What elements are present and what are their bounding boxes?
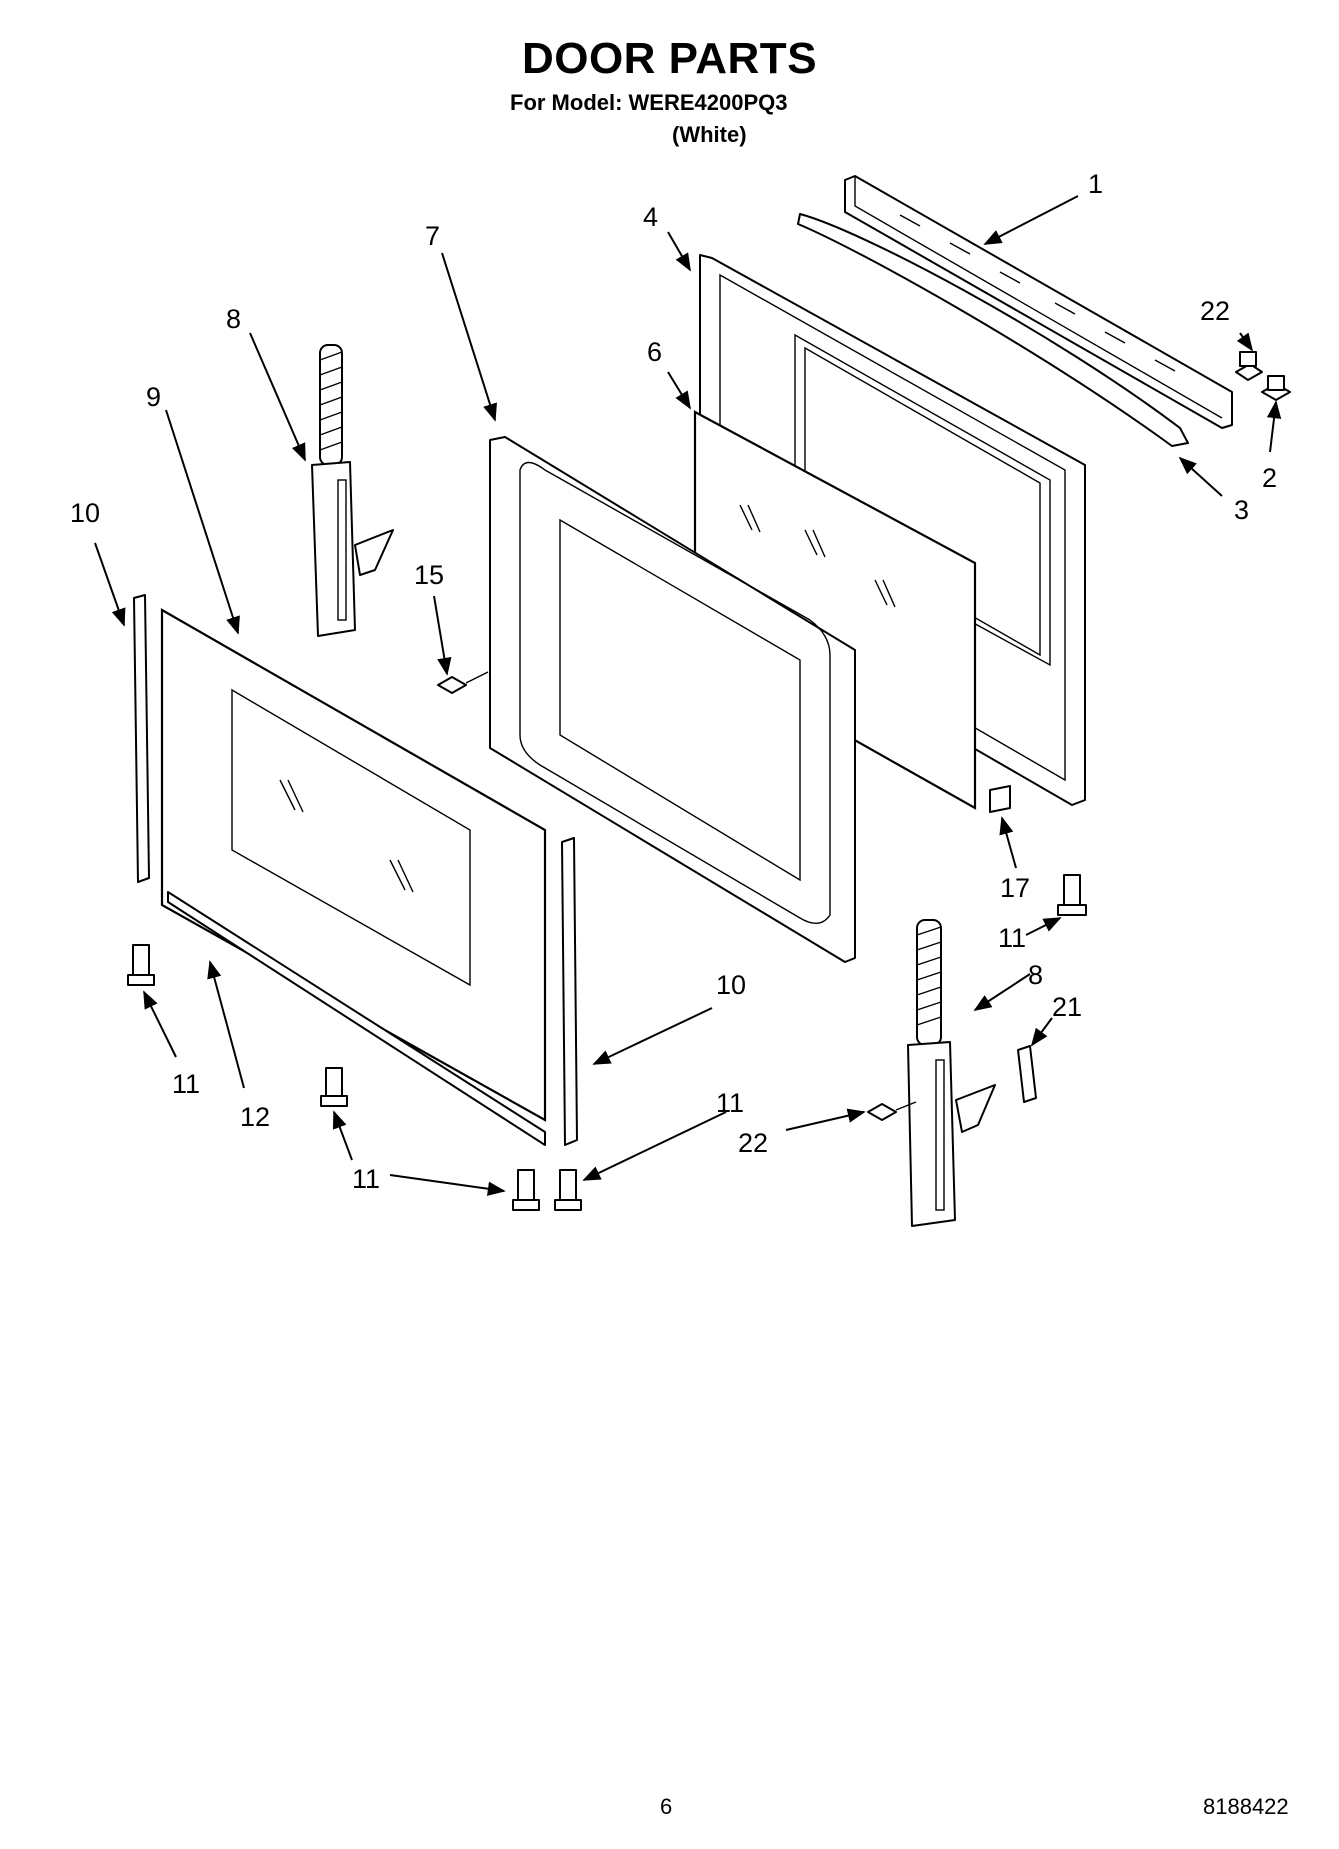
- page-title: DOOR PARTS: [521, 34, 818, 83]
- model-line: For Model: WERE4200PQ3: [510, 90, 788, 115]
- part-11-screw-left: [127, 944, 155, 986]
- callout-6: 6: [647, 337, 662, 367]
- part-12-bottom-trim: [167, 891, 546, 1146]
- part-2-screw: [1261, 375, 1291, 401]
- callout-10-right: 10: [716, 970, 746, 1000]
- color-variant: (White): [672, 122, 747, 147]
- document-number: 8188422: [1203, 1794, 1289, 1819]
- callout-11-bottom: 11: [352, 1164, 380, 1194]
- part-15-screw: [437, 671, 489, 694]
- callout-9: 9: [146, 382, 161, 412]
- part-10-side-trim-right: [561, 837, 578, 1146]
- callout-11-right: 11: [998, 923, 1026, 953]
- callout-11-left: 11: [172, 1069, 200, 1099]
- callout-7: 7: [425, 221, 440, 251]
- callout-4: 4: [643, 202, 658, 232]
- part-8-hinge-upper: [311, 344, 394, 637]
- callout-15: 15: [414, 560, 444, 590]
- leader-lines: [94, 195, 1282, 1196]
- part-3-door-handle: [797, 213, 1189, 447]
- callout-22-upper: 22: [1200, 296, 1230, 326]
- part-9-outer-door-glass: [160, 608, 547, 1122]
- callout-3: 3: [1234, 495, 1249, 525]
- part-7-door-frame: [489, 436, 856, 963]
- page-number: 6: [660, 1794, 673, 1819]
- part-22-screw-upper: [1235, 351, 1263, 381]
- callout-10-left: 10: [70, 498, 100, 528]
- part-8-hinge-lower: [907, 919, 996, 1227]
- part-11-screw-right: [1057, 874, 1087, 916]
- part-1-vent-trim: [844, 175, 1233, 429]
- callout-8-lower: 8: [1028, 960, 1043, 990]
- callout-22-lower: 22: [738, 1128, 768, 1158]
- part-22-screw-lower: [867, 1101, 917, 1121]
- part-11-screw-bottom-a: [512, 1169, 540, 1211]
- callout-12: 12: [240, 1102, 270, 1132]
- callout-21: 21: [1052, 992, 1082, 1022]
- callout-1: 1: [1088, 169, 1103, 199]
- callout-17: 17: [1000, 873, 1030, 903]
- part-17-clip: [989, 785, 1011, 813]
- callout-8-upper: 8: [226, 304, 241, 334]
- callout-11-right-bottom: 11: [716, 1088, 744, 1118]
- part-21-plate: [1017, 1045, 1037, 1103]
- part-10-side-trim-left: [133, 594, 150, 883]
- callout-2: 2: [1262, 463, 1277, 493]
- part-11-screw-middle: [320, 1067, 348, 1107]
- part-11-screw-bottom-b: [554, 1169, 582, 1211]
